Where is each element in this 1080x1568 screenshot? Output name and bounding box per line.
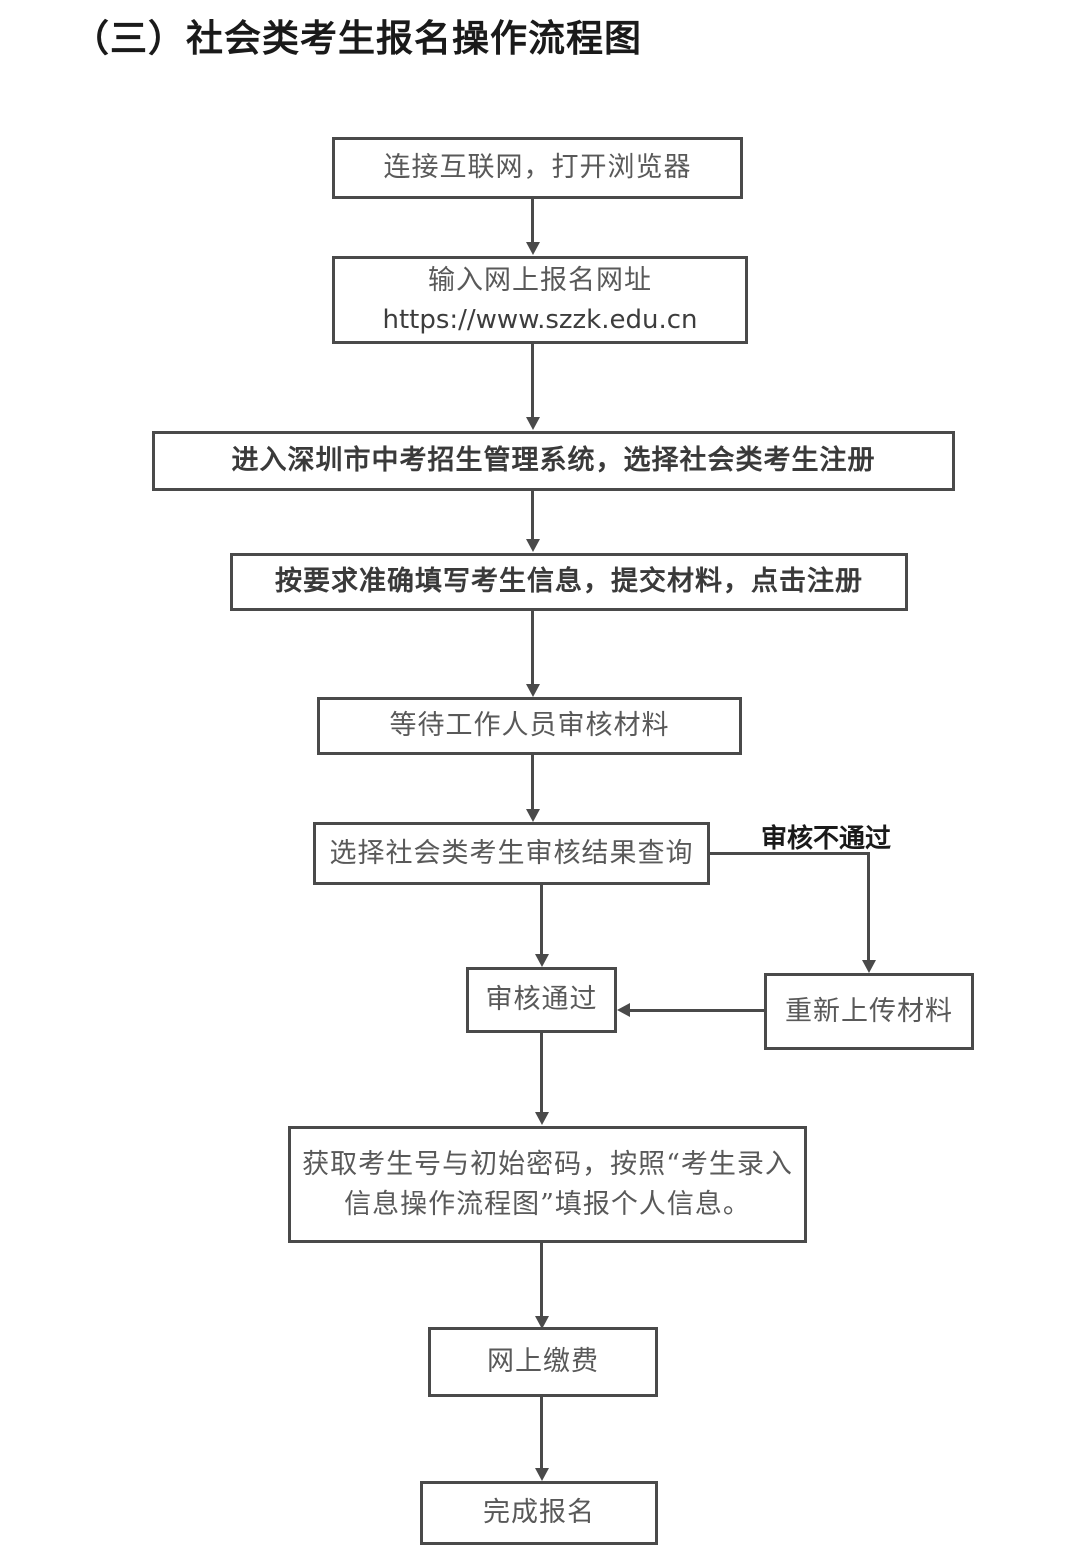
edge-n2-n3-arrowhead: [526, 417, 540, 430]
edge-n8-n7-arrowhead: [617, 1003, 630, 1017]
flow-node-label: 等待工作人员审核材料: [389, 710, 670, 742]
edge-n6-n8-vline: [867, 852, 870, 962]
edge-n9-n10-line: [540, 1243, 543, 1321]
flow-node-label: 获取考生号与初始密码，按照“考生录入: [302, 1149, 793, 1181]
registration-url: https://www.szzk.edu.cn: [382, 304, 698, 335]
flow-node-get-candidate-number: 获取考生号与初始密码，按照“考生录入 信息操作流程图”填报个人信息。: [288, 1126, 807, 1243]
flow-node-label: 审核通过: [485, 984, 598, 1016]
flow-node-label: 选择社会类考生审核结果查询: [329, 837, 694, 869]
edge-n7-n9-arrowhead: [535, 1112, 549, 1125]
flow-node-text: 获取考生号与初始密码，按照“考生录入 信息操作流程图”填报个人信息。: [296, 1145, 799, 1223]
edge-n10-n11-arrowhead: [535, 1468, 549, 1481]
edge-n6-n7-arrowhead: [535, 954, 549, 967]
edge-n3-n4-line: [531, 491, 534, 540]
flow-node-enter-url: 输入网上报名网址 https://www.szzk.edu.cn: [332, 256, 748, 344]
edge-n6-n7-line: [540, 885, 543, 955]
flow-node-label: 输入网上报名网址: [427, 264, 652, 296]
flow-node-wait-review: 等待工作人员审核材料: [317, 697, 742, 755]
flow-node-label: 完成报名: [483, 1497, 595, 1529]
edge-n6-n8-arrowhead: [862, 960, 876, 973]
edge-label-review-rejected: 审核不通过: [761, 824, 892, 854]
edge-n1-n2-arrowhead: [526, 242, 540, 255]
flow-node-label: 进入深圳市中考招生管理系统，选择社会类考生注册: [231, 445, 876, 477]
flow-node-connect-internet: 连接互联网，打开浏览器: [332, 137, 743, 199]
flow-node-enter-system-register: 进入深圳市中考招生管理系统，选择社会类考生注册: [152, 431, 955, 491]
edge-n10-n11-line: [540, 1397, 543, 1471]
edge-n7-n9-line: [540, 1033, 543, 1113]
edge-n1-n2-line: [531, 199, 534, 243]
edge-n5-n6-line: [531, 755, 534, 810]
flow-node-label-line2: 信息操作流程图”填报个人信息。: [344, 1188, 751, 1220]
flow-node-label: 按要求准确填写考生信息，提交材料，点击注册: [275, 566, 863, 598]
flow-node-registration-complete: 完成报名: [420, 1481, 658, 1545]
flow-node-label: 重新上传材料: [785, 995, 953, 1027]
edge-n9-n10-arrowhead: [535, 1316, 549, 1329]
edge-n3-n4-arrowhead: [526, 539, 540, 552]
flow-node-text: 输入网上报名网址 https://www.szzk.edu.cn: [376, 261, 703, 340]
flow-node-fill-info-submit: 按要求准确填写考生信息，提交材料，点击注册: [230, 553, 908, 611]
flow-node-online-payment: 网上缴费: [428, 1327, 658, 1397]
edge-n8-n7-hline: [630, 1009, 764, 1012]
flow-node-check-review-result: 选择社会类考生审核结果查询: [313, 822, 710, 885]
flow-node-reupload-materials: 重新上传材料: [764, 973, 974, 1050]
flow-node-label: 网上缴费: [487, 1346, 599, 1378]
page-title: （三）社会类考生报名操作流程图: [72, 16, 642, 60]
flow-node-review-passed: 审核通过: [466, 967, 617, 1033]
edge-n2-n3-line: [531, 344, 534, 418]
edge-n4-n5-arrowhead: [526, 684, 540, 697]
edge-n5-n6-arrowhead: [526, 809, 540, 822]
flow-node-label: 连接互联网，打开浏览器: [383, 152, 692, 184]
edge-n6-n8-hline: [710, 852, 870, 855]
edge-n4-n5-line: [531, 611, 534, 685]
